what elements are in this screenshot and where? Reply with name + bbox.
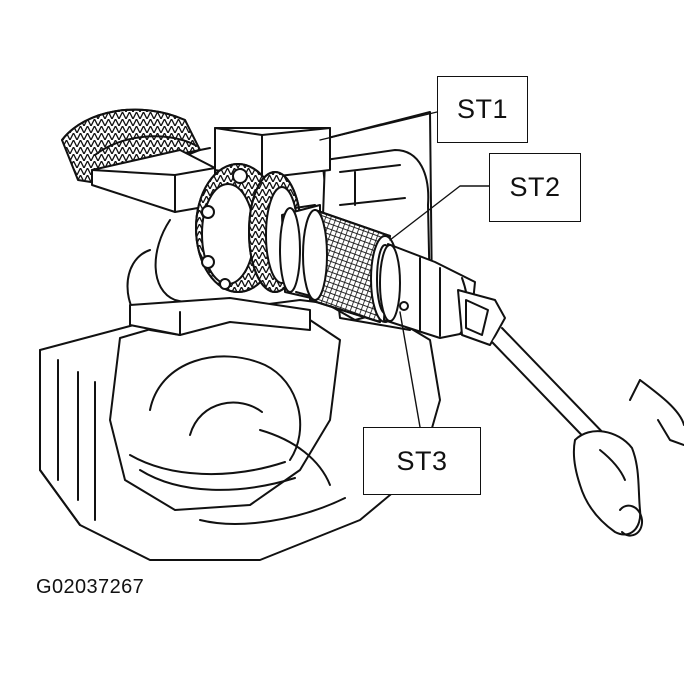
- hand: [572, 379, 684, 537]
- figure-id: G02037267: [36, 576, 145, 598]
- rear-gear: [61, 108, 216, 213]
- vise-body: [39, 299, 441, 561]
- ring-gear-flange: [195, 163, 302, 293]
- st1-label: ST1: [456, 94, 509, 124]
- st2-label: ST2: [509, 172, 561, 202]
- st2-callout: ST2: [489, 153, 581, 222]
- ratchet-wrench: [457, 289, 633, 471]
- st3-callout: ST3: [363, 427, 481, 495]
- st1-callout: ST1: [437, 76, 528, 143]
- leader-lines: [319, 111, 490, 428]
- st3-label: ST3: [396, 445, 448, 476]
